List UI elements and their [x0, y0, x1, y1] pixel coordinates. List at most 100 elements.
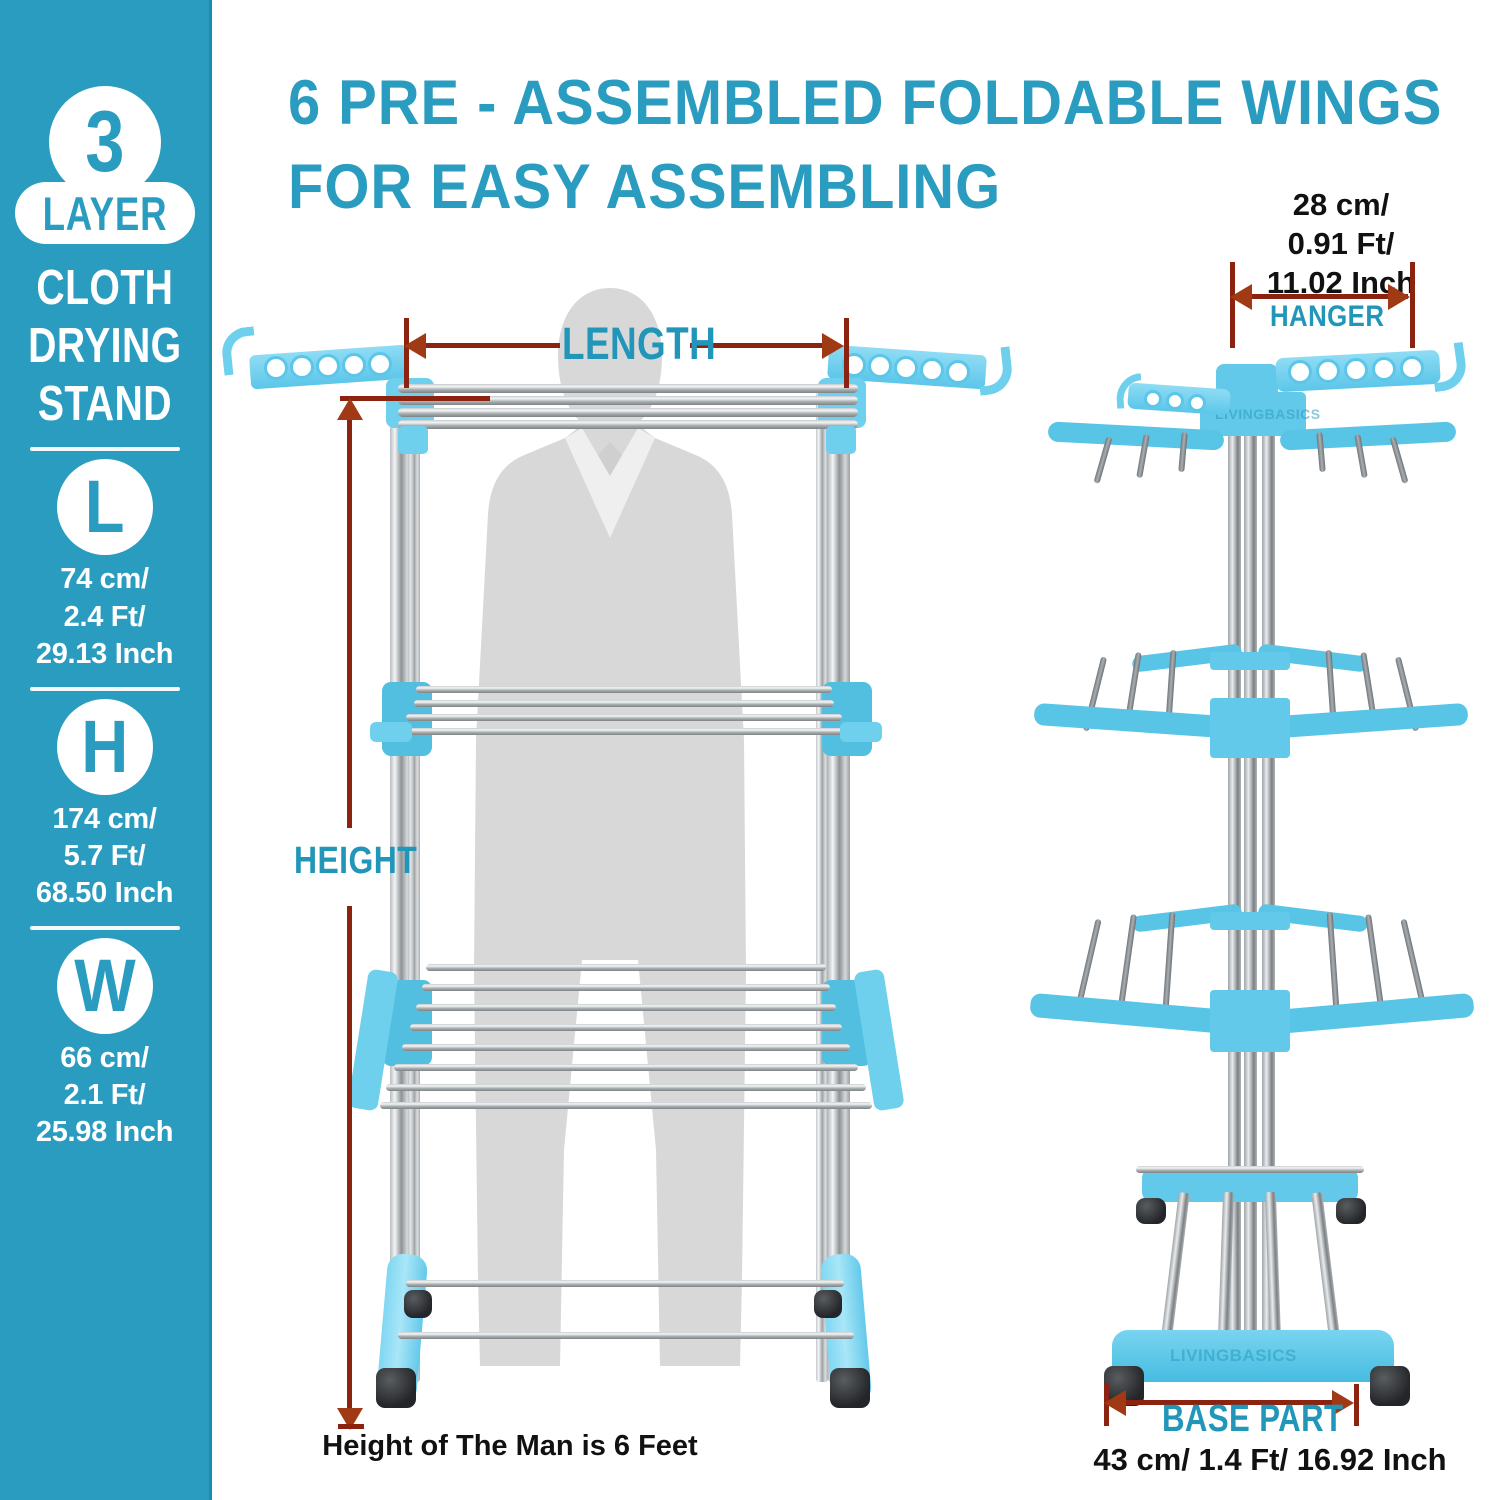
height-guide-top — [340, 396, 490, 401]
base-callout-label: BASE PART — [1162, 1398, 1344, 1440]
hanger-slot — [1288, 360, 1312, 384]
hanger-slot — [342, 353, 366, 377]
brand-label-base: LIVINGBASICS — [1170, 1346, 1297, 1365]
third-tier-hub-upper — [1210, 912, 1290, 930]
hanger-dimension-values: 28 cm/ 0.91 Ft/ 11.02 Inch — [1216, 186, 1466, 302]
base-bar — [1112, 1330, 1394, 1382]
drying-rail — [394, 1064, 858, 1071]
length-icon: L — [56, 459, 153, 556]
hanger-slot — [1344, 358, 1368, 382]
dimension-width: W 66 cm/ 2.1 Ft/ 25.98 Inch — [36, 938, 173, 1151]
height-guide-bottom — [338, 1424, 364, 1429]
third-tier-lower-arm-right — [1261, 992, 1475, 1036]
tier-rung — [1117, 914, 1137, 1014]
top-tier-arm-left — [1047, 421, 1225, 451]
hanger-tick-right — [1410, 262, 1415, 348]
mid-tier-hub-upper — [1210, 652, 1290, 670]
hanger-arrowhead-left — [1230, 284, 1252, 310]
caster-wheel-front-left — [376, 1368, 416, 1408]
base-crossbar-upper — [406, 1280, 844, 1287]
hanger-arrowhead-right — [1388, 284, 1410, 310]
height-value-inch: 68.50 Inch — [35, 876, 174, 909]
product-title-line2: DRYING — [27, 318, 182, 373]
base-arrowhead-right — [1332, 1390, 1354, 1416]
top-tier-arm-right — [1279, 421, 1457, 451]
width-value-ft: 2.1 Ft/ — [63, 1079, 146, 1112]
lower-shelf — [1142, 1168, 1358, 1202]
product-title-line1: CLOTH — [35, 261, 173, 315]
dimension-height: H 174 cm/ 5.7 Ft/ 68.50 Inch — [35, 698, 174, 912]
drying-rail — [422, 984, 830, 991]
height-arrowhead-top — [337, 398, 363, 420]
product-side-view: LIVINGBASICS — [1029, 330, 1475, 1420]
product-title: CLOTH DRYING STAND — [28, 260, 181, 433]
base-crossbar-lower — [398, 1332, 854, 1339]
caster-wheel-mid-left — [1136, 1198, 1166, 1224]
specs-sidebar: 3 LAYER CLOTH DRYING STAND L 74 cm/ 2.4 … — [0, 0, 212, 1500]
frame-post-left — [390, 392, 412, 1382]
dimension-length: L 74 cm/ 2.4 Ft/ 29.13 Inch — [36, 459, 173, 672]
length-arrowhead-right — [822, 333, 844, 359]
hanger-slot — [868, 354, 892, 378]
hanger-wing-left — [219, 326, 409, 390]
width-values: 66 cm/ 2.1 Ft/ 25.98 Inch — [35, 1040, 174, 1151]
drying-rail — [416, 1004, 836, 1011]
width-icon: W — [56, 938, 153, 1035]
hanger-slot — [1188, 394, 1206, 412]
length-callout-label: LENGTH — [562, 318, 717, 369]
base-dimension-values: 43 cm/ 1.4 Ft/ 16.92 Inch — [1093, 1442, 1447, 1477]
frame-post-right — [828, 392, 850, 1382]
caster-wheel-mid-right — [1336, 1198, 1366, 1224]
center-post-1 — [1228, 398, 1241, 1378]
headline-line-2: FOR EASY ASSEMBLING — [288, 151, 1002, 222]
product-title-line3: STAND — [37, 376, 172, 431]
sidebar-divider-3 — [29, 926, 180, 931]
height-value-cm: 174 cm/ — [52, 802, 157, 835]
hanger-hook-right-icon — [1428, 341, 1470, 393]
product-front-view — [219, 288, 1020, 1440]
drying-rail — [398, 396, 858, 405]
hanger-hook-right-icon — [975, 346, 1015, 396]
drying-rail — [398, 420, 858, 429]
frame-post-left-inner — [408, 392, 420, 1382]
drying-rail — [402, 1044, 850, 1051]
hanger-arrow-shaft — [1248, 294, 1408, 299]
hanger-slot — [368, 352, 392, 376]
drying-rail — [398, 384, 858, 393]
drying-rail — [386, 1084, 866, 1091]
tier-bracket-top-left — [398, 426, 428, 454]
center-post-2 — [1244, 398, 1257, 1378]
tier-endcap-mid-right — [840, 722, 882, 742]
caster-wheel-rear-right — [814, 1290, 842, 1318]
drying-rail — [426, 964, 826, 971]
length-tick-right — [844, 318, 849, 388]
caster-wheel-base-right — [1370, 1366, 1410, 1406]
length-icon-letter: L — [84, 465, 125, 549]
layer-count-value: 3 — [84, 94, 125, 190]
sidebar-divider-1 — [29, 447, 180, 452]
height-callout-label: HEIGHT — [294, 840, 418, 882]
hanger-wing-right — [827, 340, 1015, 396]
drying-rail — [414, 700, 834, 707]
hanger-callout-label: HANGER — [1270, 300, 1385, 333]
height-icon: H — [56, 698, 153, 795]
hanger-slot — [1144, 390, 1162, 408]
tier-rung — [1365, 914, 1385, 1014]
caster-wheel-front-right — [830, 1368, 870, 1408]
man-height-note: Height of The Man is 6 Feet — [322, 1430, 698, 1462]
third-tier-hub-lower — [1210, 990, 1290, 1052]
hanger-slot — [1400, 356, 1424, 380]
drying-rail — [380, 1102, 872, 1109]
height-arrow-shaft-upper — [347, 408, 352, 828]
length-value-ft: 2.4 Ft/ — [63, 600, 146, 633]
base-arrow-shaft — [1120, 1400, 1338, 1405]
drying-rail — [416, 686, 832, 693]
width-value-cm: 66 cm/ — [60, 1042, 149, 1075]
mid-tier-lower-arm-right — [1261, 702, 1469, 740]
drying-rail — [398, 728, 850, 735]
hanger-slot — [316, 354, 340, 378]
width-value-inch: 25.98 Inch — [35, 1116, 174, 1149]
length-arrowhead-left — [404, 333, 426, 359]
headline-line-1: 6 PRE - ASSEMBLED FOLDABLE WINGS — [288, 68, 1443, 138]
height-values: 174 cm/ 5.7 Ft/ 68.50 Inch — [35, 801, 174, 912]
